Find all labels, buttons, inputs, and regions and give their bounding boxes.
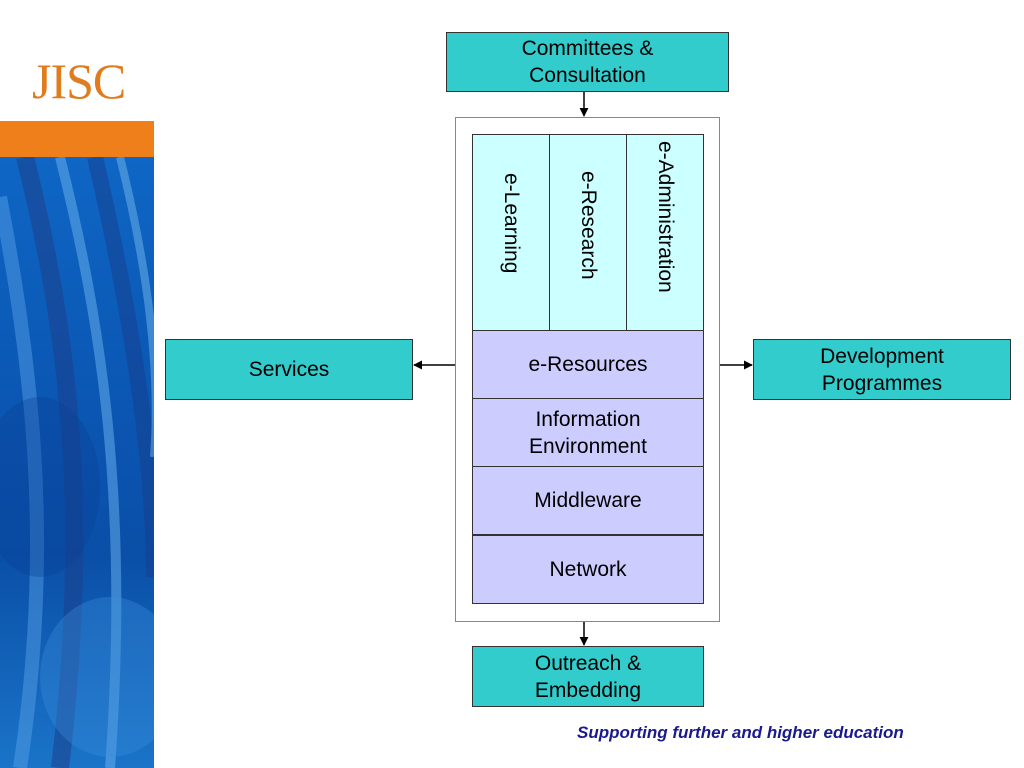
sidebar: JISC	[0, 0, 154, 768]
decorative-streaks	[0, 157, 154, 768]
e-learning-column: e-Learning	[472, 134, 550, 331]
outreach-label: Outreach & Embedding	[534, 651, 642, 702]
information-environment-layer: Information Environment	[472, 398, 704, 467]
network-layer: Network	[472, 535, 704, 604]
information-environment-label: Information Environment	[529, 407, 647, 458]
network-label: Network	[549, 558, 627, 581]
e-research-label: e-Research	[577, 171, 600, 280]
middleware-label: Middleware	[534, 489, 642, 512]
outreach-embedding-box: Outreach & Embedding	[472, 646, 704, 707]
development-label: Development Programmes	[820, 344, 944, 395]
e-research-column: e-Research	[549, 134, 627, 331]
e-resources-layer: e-Resources	[472, 330, 704, 399]
committees-consultation-box: Committees & Consultation	[446, 32, 729, 92]
committees-label: Committees & Consultation	[521, 37, 654, 87]
services-label: Services	[248, 358, 330, 381]
e-resources-label: e-Resources	[528, 353, 648, 376]
e-administration-label: e-Administration	[654, 141, 677, 293]
e-administration-column: e-Administration	[626, 134, 704, 331]
e-learning-label: e-Learning	[500, 173, 523, 274]
blue-decorative-panel	[0, 157, 154, 768]
middleware-layer: Middleware	[472, 466, 704, 535]
footer-tagline: Supporting further and higher education	[577, 723, 904, 742]
development-programmes-box: Development Programmes	[753, 339, 1011, 400]
orange-accent-bar	[0, 121, 154, 157]
jisc-logo: JISC	[32, 53, 126, 109]
services-box: Services	[165, 339, 413, 400]
